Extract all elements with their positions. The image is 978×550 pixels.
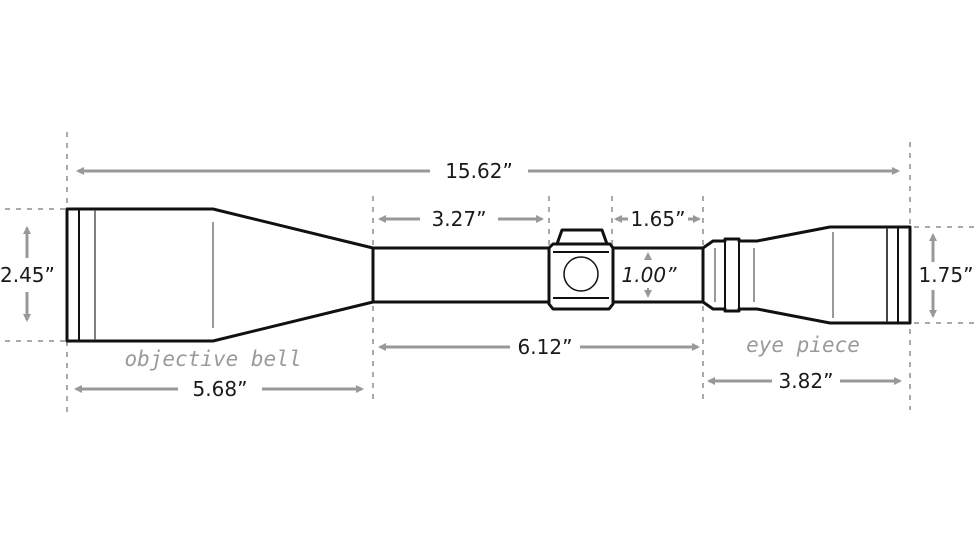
scope-detail-lines: [78, 210, 899, 340]
objective-bell-label: objective bell: [124, 347, 301, 371]
eyepiece-diameter-label: 1.75”: [919, 263, 974, 287]
turret-body: [547, 242, 615, 311]
main-tube-length-label: 6.12”: [518, 335, 573, 359]
scope-outline: [65, 207, 912, 343]
eye-piece-label: eye piece: [746, 333, 860, 357]
overall-length-label: 15.62”: [445, 159, 513, 183]
objective-bell: [65, 207, 375, 343]
eyepiece-length-label: 3.82”: [779, 369, 834, 393]
turret-cap: [555, 228, 609, 246]
eyepiece: [701, 225, 912, 325]
rear-tube-length-label: 1.65”: [631, 207, 686, 231]
objective-length-label: 5.68”: [193, 377, 248, 401]
front-tube-length-label: 3.27”: [432, 207, 487, 231]
objective-diameter-label: 2.45”: [0, 263, 55, 287]
dimension-arrows: [23, 167, 937, 393]
turret-knob-icon: [563, 256, 599, 292]
tube-diameter-label: 1.00”: [622, 263, 678, 287]
